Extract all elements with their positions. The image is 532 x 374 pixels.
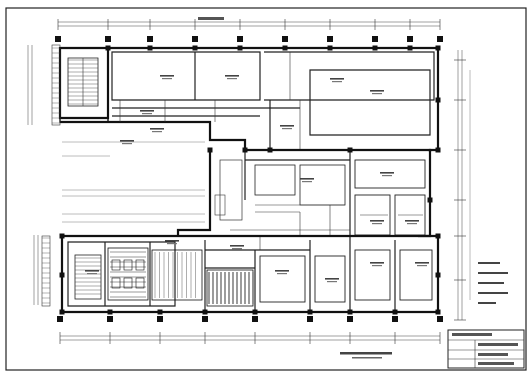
title-block: [447, 329, 525, 369]
structural-columns: [59, 45, 441, 315]
upper-wing: [51, 44, 440, 152]
legend: [478, 262, 508, 304]
sheet-frame: [5, 7, 527, 371]
left-dimension-line: [27, 45, 39, 305]
stair-lower: [74, 254, 102, 300]
stair-upper: [67, 57, 99, 107]
mid-dimension-lines: [62, 141, 205, 223]
plan-caption: [340, 352, 392, 359]
room-labels: [85, 75, 429, 283]
lower-wing: [41, 234, 440, 314]
top-dimension-line: [55, 17, 443, 42]
bottom-dimension-line: [57, 316, 443, 344]
right-dimension-line: [454, 50, 471, 321]
equipment-zone: [107, 247, 203, 301]
